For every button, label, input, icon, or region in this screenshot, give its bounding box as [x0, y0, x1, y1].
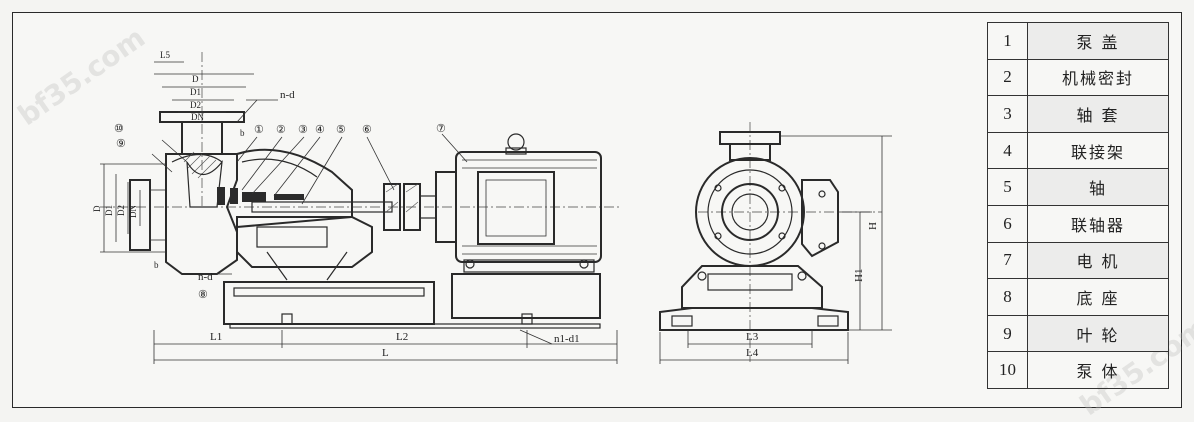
part-name: 叶 轮 [1027, 314, 1169, 353]
dim-L3: L3 [746, 331, 759, 343]
dimension-lines [100, 61, 618, 364]
callout-2: ② [276, 124, 286, 136]
dim-n-d-top: n-d [280, 89, 295, 101]
dim-D1-top: D1 [190, 87, 201, 97]
callout-1: ① [254, 124, 264, 136]
coupling-left [383, 183, 401, 231]
side-view: L5 D D1 D2 DN n-d b D D1 D2 DN b n-d L1 … [92, 50, 620, 364]
part-number: 10 [987, 351, 1028, 389]
dim-D2-left: D2 [116, 205, 126, 216]
impeller [186, 160, 223, 208]
part-number: 6 [987, 204, 1028, 243]
dim-n-d-bottom: n-d [198, 271, 213, 283]
callout-7: ⑦ [436, 123, 446, 135]
part-number: 1 [987, 22, 1028, 60]
dim-L: L [382, 347, 389, 359]
dim-L5: L5 [160, 50, 170, 60]
part-name: 泵 盖 [1027, 22, 1169, 60]
part-name: 轴 [1027, 168, 1169, 206]
end-base [659, 307, 849, 331]
part-name: 泵 体 [1027, 351, 1169, 389]
end-support [681, 265, 823, 309]
part-name: 电 机 [1027, 241, 1169, 280]
volute-cover [236, 148, 353, 228]
dim-H1: H1 [853, 269, 865, 282]
callout-4: ④ [315, 124, 325, 136]
pump-casing [165, 153, 238, 275]
callout-3: ③ [298, 124, 308, 136]
dim-L2: L2 [396, 331, 408, 343]
part-number: 7 [987, 241, 1028, 280]
dim-D-top: D [192, 74, 199, 84]
mechanical-seal-part-a [217, 187, 225, 205]
part-number: 8 [987, 278, 1028, 316]
part-name: 联接架 [1027, 131, 1169, 170]
part-number: 3 [987, 95, 1028, 133]
dim-b-top: b [240, 128, 245, 138]
callout-8: ⑧ [198, 289, 208, 301]
dim-L1: L1 [210, 331, 222, 343]
part-name: 联轴器 [1027, 204, 1169, 243]
dim-DN-left: DN [128, 205, 138, 218]
dim-D2-top: D2 [190, 100, 201, 110]
bearing-bracket [236, 216, 373, 268]
part-number: 4 [987, 131, 1028, 170]
dim-D-left: D [92, 205, 102, 212]
part-name: 底 座 [1027, 278, 1169, 316]
dim-H: H [867, 222, 879, 230]
callout-10: ⑩ [114, 123, 124, 135]
motor-pedestal [451, 273, 601, 319]
dim-D1-left: D1 [104, 205, 114, 216]
mechanical-seal-part-b [230, 188, 238, 204]
dim-n1-d1: n1-d1 [554, 333, 580, 345]
callout-9: ⑨ [116, 138, 126, 150]
terminal-box [477, 171, 555, 245]
callout-5: ⑤ [336, 124, 346, 136]
end-terminal-box [801, 179, 839, 258]
motor-feet [463, 259, 595, 273]
part-name: 机械密封 [1027, 58, 1169, 97]
dim-DN-top: DN [191, 112, 204, 122]
end-view: L3 L4 H1 H [659, 122, 892, 364]
motor-body [455, 151, 602, 263]
dim-L4: L4 [746, 347, 759, 359]
lifting-eye [507, 133, 525, 151]
part-name: 轴 套 [1027, 95, 1169, 133]
pump-assembly-drawing: L5 D D1 D2 DN n-d b D D1 D2 DN b n-d L1 … [92, 50, 892, 364]
part-number: 5 [987, 168, 1028, 206]
part-number: 2 [987, 58, 1028, 97]
part-number: 9 [987, 314, 1028, 353]
callout-6: ⑥ [362, 124, 372, 136]
dim-b-bottom: b [154, 260, 159, 270]
